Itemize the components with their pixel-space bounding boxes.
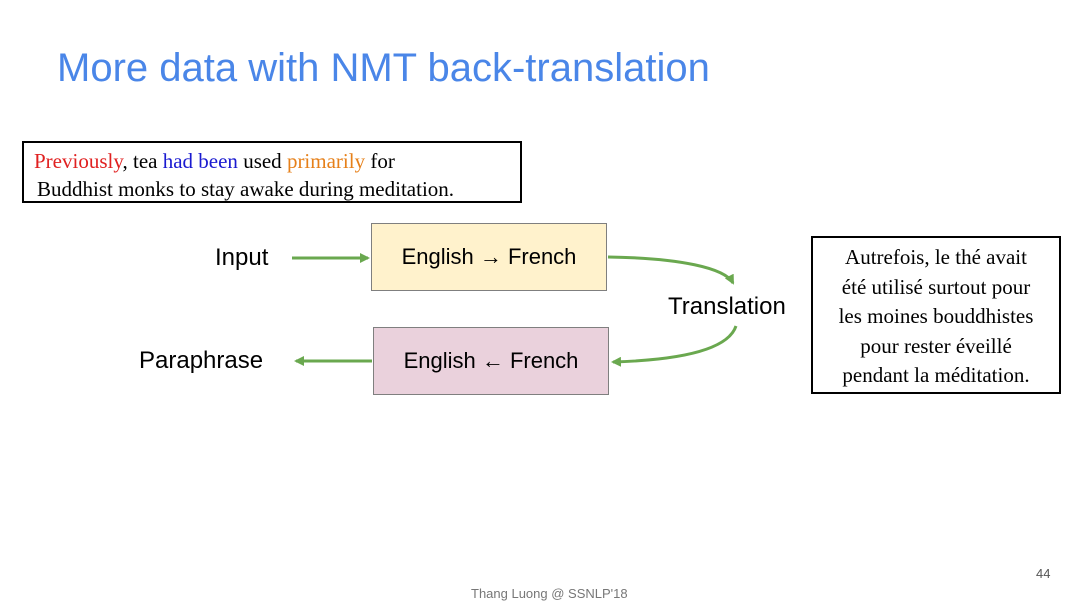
text-segment: used [237,149,287,173]
french-to-english-box: English ← French [373,327,609,395]
word-primarily: primarily [286,149,366,173]
paraphrase-label: Paraphrase [139,347,264,374]
translation-arrow [607,255,735,285]
french-line: été utilisé surtout pour [841,274,1031,299]
back-translation-arrow [611,325,738,367]
text-segment: , tea [122,149,163,173]
french-translation-box: Autrefois, le thé avait été utilisé surt… [811,236,1061,394]
english-to-french-box: English → French [371,223,607,291]
french-line: les moines bouddhistes [838,304,1034,328]
source-sentence-box: Previously, tea had been used primarily … [22,141,522,203]
slide-title: More data with NMT back-translation [57,46,710,90]
source-line-2: Buddhist monks to stay awake during medi… [37,177,455,201]
footer-credit: Thang Luong @ SSNLP'18 [471,586,628,601]
source-line-1: Previously, tea had been used primarily … [34,149,395,173]
page-number: 44 [1036,566,1051,581]
translation-label: Translation [668,293,786,320]
text-segment: for [365,149,395,173]
french-line: pendant la méditation. [842,363,1030,387]
word-previously: Previously [34,149,123,173]
input-label: Input [215,244,269,271]
word-had-been: had been [162,149,238,173]
french-line: Autrefois, le thé avait [845,245,1027,269]
french-line: pour rester éveillé [860,333,1012,358]
